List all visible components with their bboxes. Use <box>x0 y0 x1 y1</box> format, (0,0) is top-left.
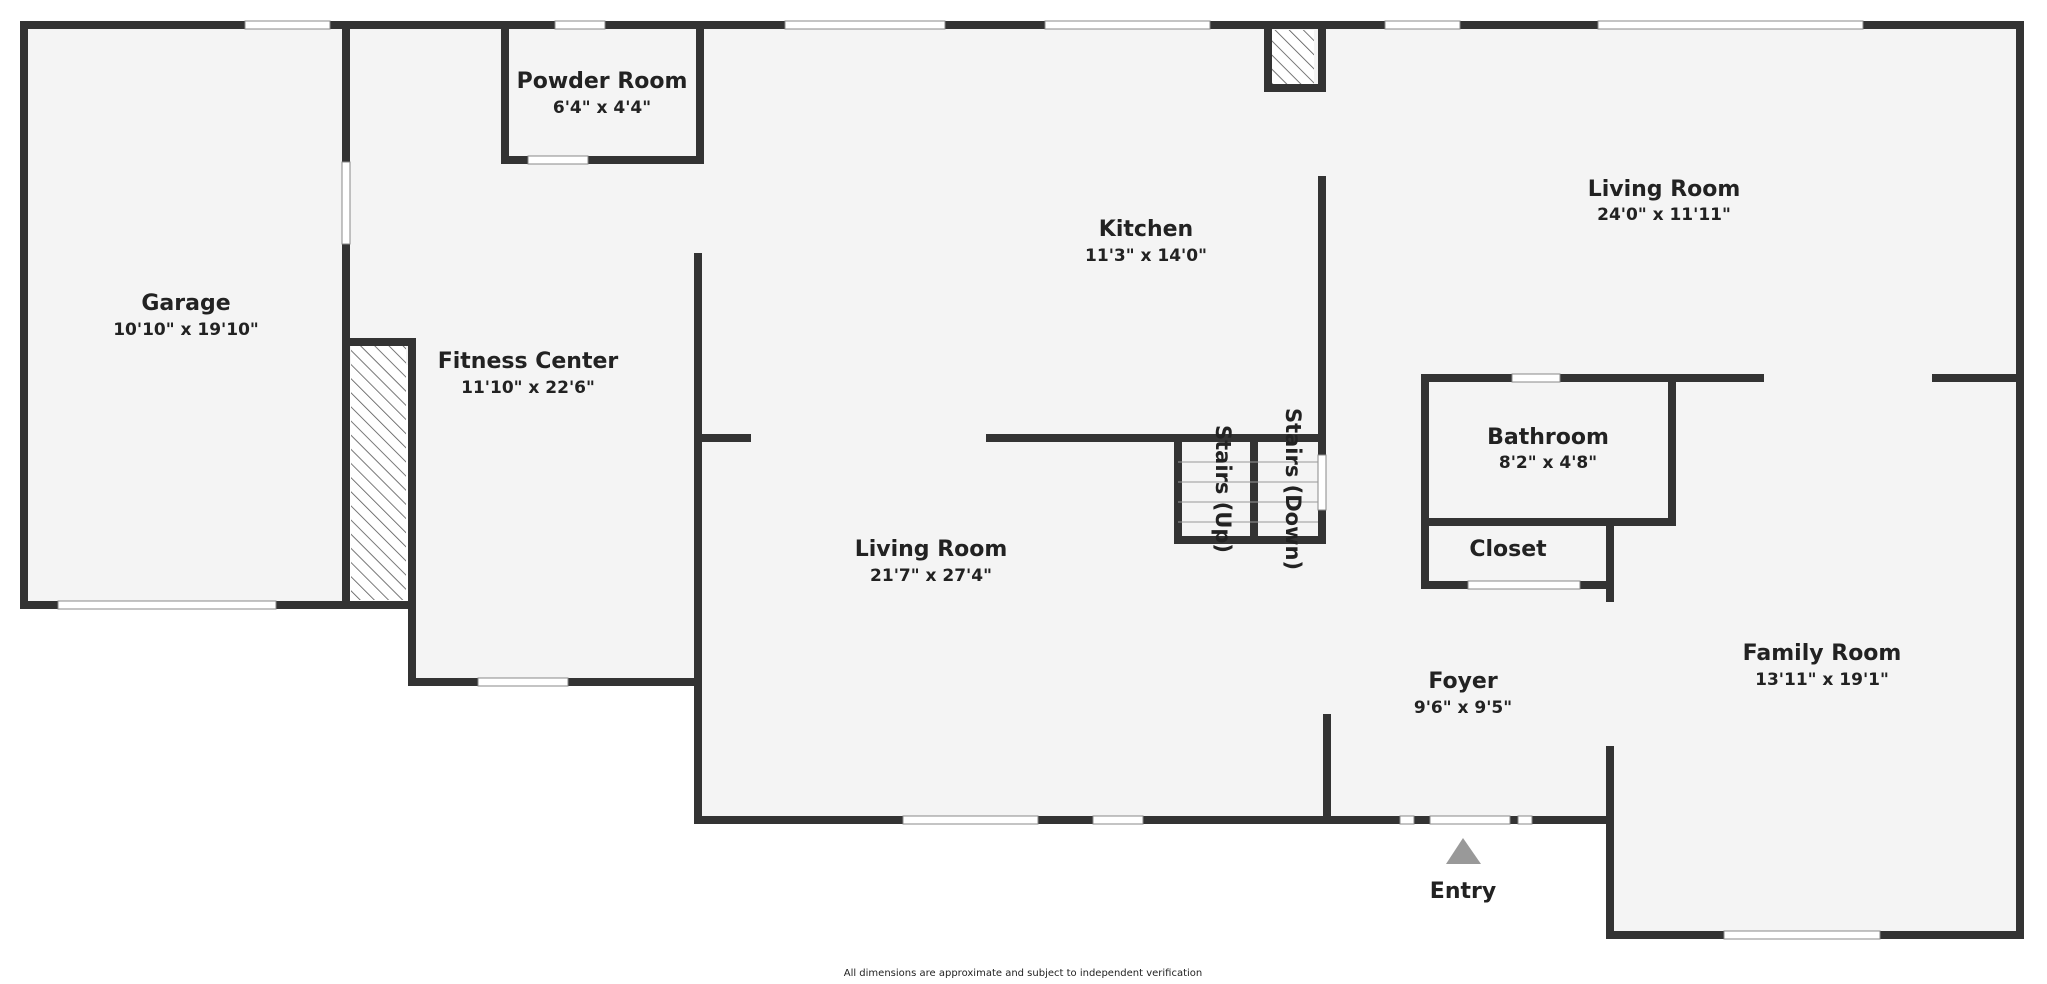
room-labels: Garage 10'10" x 19'10" Powder Room 6'4" … <box>113 69 1901 718</box>
living-room-upper-dims: 24'0" x 11'11" <box>1597 205 1731 225</box>
stairs-down-label: Stairs (Down) <box>1281 408 1305 570</box>
chimney-hatch-top <box>1272 30 1314 84</box>
family-room-dims: 13'11" x 19'1" <box>1755 670 1889 690</box>
entry-label: Entry <box>1430 879 1496 904</box>
living-room-main-name: Living Room <box>855 537 1008 562</box>
family-room-name: Family Room <box>1743 641 1902 666</box>
bathroom-name: Bathroom <box>1487 425 1609 450</box>
disclaimer-text: All dimensions are approximate and subje… <box>844 968 1203 979</box>
living-room-upper-name: Living Room <box>1588 177 1741 202</box>
fitness-center-dims: 11'10" x 22'6" <box>461 378 595 398</box>
garage-dims: 10'10" x 19'10" <box>113 320 259 340</box>
chimney-hatch-left <box>351 345 406 600</box>
floor-fill <box>24 25 2016 935</box>
living-room-main-dims: 21'7" x 27'4" <box>870 566 992 586</box>
powder-room-name: Powder Room <box>517 69 688 94</box>
entry-arrow-icon <box>1446 838 1481 864</box>
foyer-dims: 9'6" x 9'5" <box>1414 698 1512 718</box>
powder-room-dims: 6'4" x 4'4" <box>553 98 651 118</box>
foyer-name: Foyer <box>1428 669 1498 694</box>
stairs-up-label: Stairs (Up) <box>1211 425 1235 553</box>
windows <box>57 20 1881 940</box>
garage-name: Garage <box>141 291 230 316</box>
bathroom-dims: 8'2" x 4'8" <box>1499 453 1597 473</box>
fitness-center-name: Fitness Center <box>438 349 619 374</box>
kitchen-dims: 11'3" x 14'0" <box>1085 246 1207 266</box>
stair-treads <box>1178 461 1318 523</box>
kitchen-name: Kitchen <box>1099 217 1193 242</box>
closet-name: Closet <box>1469 537 1547 562</box>
